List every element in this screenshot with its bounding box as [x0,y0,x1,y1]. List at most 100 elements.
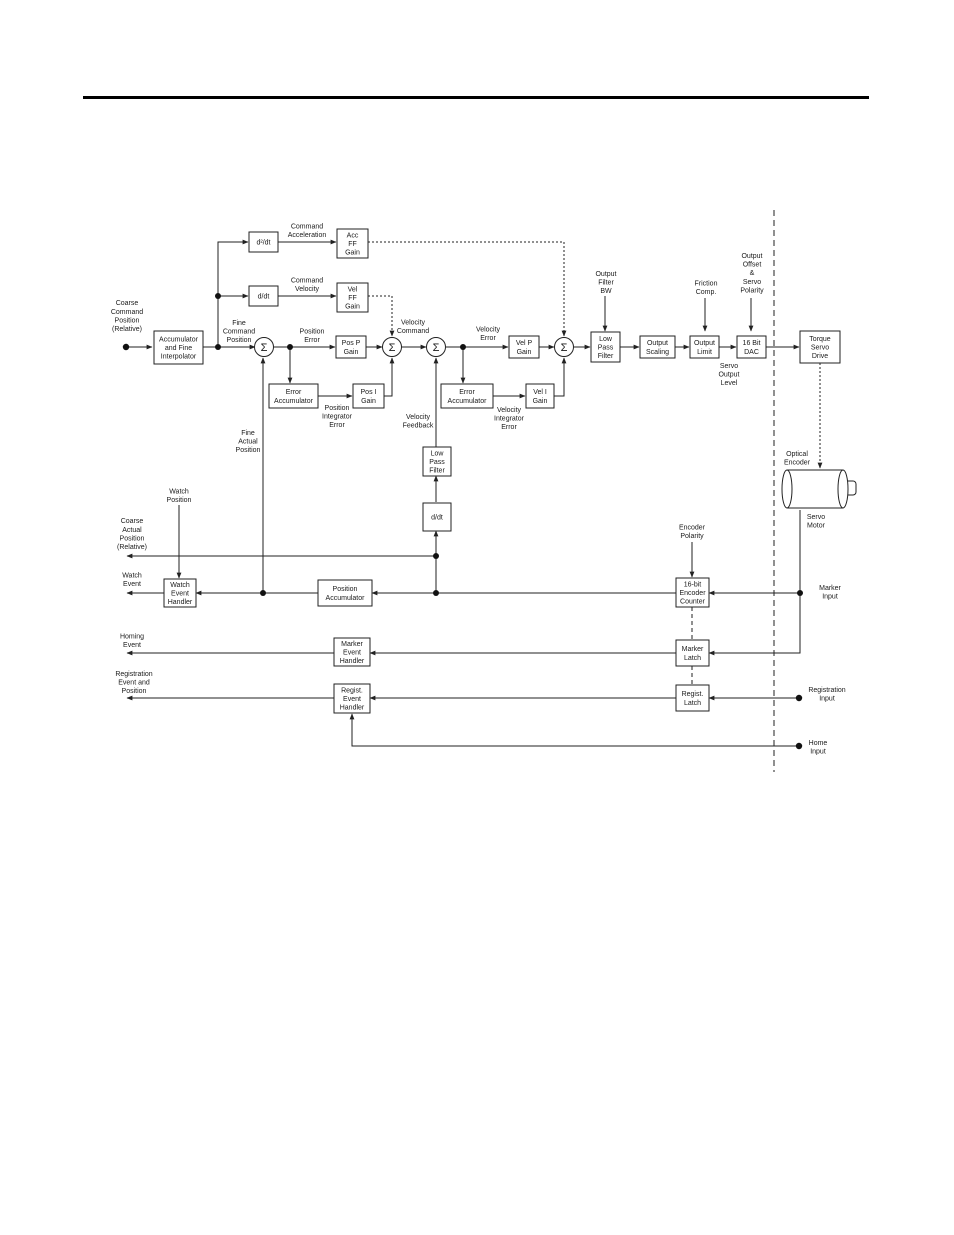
label-text-line: Watch [169,488,189,495]
label-text-line: Error [304,337,320,344]
line-veli-to-sum4 [554,357,567,397]
label-text-line: Position [120,535,145,542]
label-text-line: Watch [122,572,142,579]
block-d2dt: d²/dt [248,231,279,253]
sum-junction-1: Σ [254,337,274,357]
label-text-line: Velocity [295,286,320,293]
label-text-line: Coarse [116,300,139,307]
line-branch-up [217,239,249,347]
label-text-line: Actual [122,527,142,534]
line-motor-to-counter [708,510,801,596]
label-text-line: Motor [807,523,826,530]
label-text-line: Position [300,328,325,335]
label-text-line: Velocity [406,414,431,421]
label-text-line: Error [329,422,345,429]
block-text-line: Drive [812,353,828,360]
label-text-line: Position [167,497,192,504]
label-text-line: Velocity [401,319,426,326]
block-text-line: Pos I [361,389,377,396]
block-text-line: Error [286,389,302,396]
label-text-line: Home [809,740,828,747]
block-text-line: Accumulator [159,336,199,343]
block-text-line: Gain [344,349,359,356]
block-text-line: Servo [811,345,829,352]
block-text-line: Filter [598,353,614,360]
block-text-line: Interpolator [161,354,197,361]
block-ddt-vel: d/dt [248,285,279,307]
label-text-line: & [750,270,755,277]
block-text-line: d²/dt [256,240,270,247]
servo-motor-drawing [781,469,857,509]
label-text-line: Integrator [494,416,525,423]
block-text-line: Pos P [342,340,361,347]
label-text-line: Command [291,277,323,284]
label-text-line: Encoder [784,460,811,467]
sum-symbol: Σ [389,342,396,354]
label-text-line: Filter [598,280,614,287]
sum-symbol: Σ [561,342,568,354]
sum-symbol: Σ [433,342,440,354]
label-text-line: Output [595,271,616,278]
block-text-line: Accumulator [274,398,314,405]
block-text-line: Vel P [516,340,533,347]
label-text-line: Fine [241,430,255,437]
label-text-line: Comp. [696,289,717,296]
block-text-line: Gain [533,398,548,405]
block-text-line: Marker [682,646,704,653]
block-text-line: d/dt [258,294,270,301]
block-text-line: Output [647,340,668,347]
label-text-line: Event [123,642,141,649]
block-fb-ddt: d/dt [422,502,452,532]
label-text-line: Actual [238,439,258,446]
label-text-line: Level [721,380,738,387]
label-text-line: Position [227,337,252,344]
label-text-line: Velocity [476,326,501,333]
label-text-line: Command [291,223,323,230]
sum-junction-2: Σ [382,337,402,357]
label-text-line: Output [741,253,762,260]
label-text-line: Optical [786,451,808,458]
junction-feedback [433,590,439,596]
line-posi-to-sum2 [384,357,395,397]
junction-marker [797,590,803,596]
junction-velocity-error [460,344,466,350]
block-text-line: 16-bit [684,581,702,588]
block-text-line: Gain [361,398,376,405]
signal-lines [126,210,823,772]
label-text-line: Event [123,581,141,588]
junction-fine-command [215,344,221,350]
label-text-line: Friction [695,280,718,287]
block-text-line: Handler [168,599,193,606]
block-text-line: Pass [429,459,445,466]
motor-body [786,469,844,509]
block-text-line: Event [343,650,361,657]
label-text-line: Integrator [322,414,353,421]
block-regist-latch: Regist.Latch [675,684,710,712]
summing-junctions: Σ Σ Σ Σ [254,337,574,357]
block-text-line: Filter [429,468,445,475]
block-text-line: FF [348,295,357,302]
label-text-line: Event and [118,679,150,686]
block-text-line: Accumulator [448,398,488,405]
block-text-line: Low [431,450,445,457]
